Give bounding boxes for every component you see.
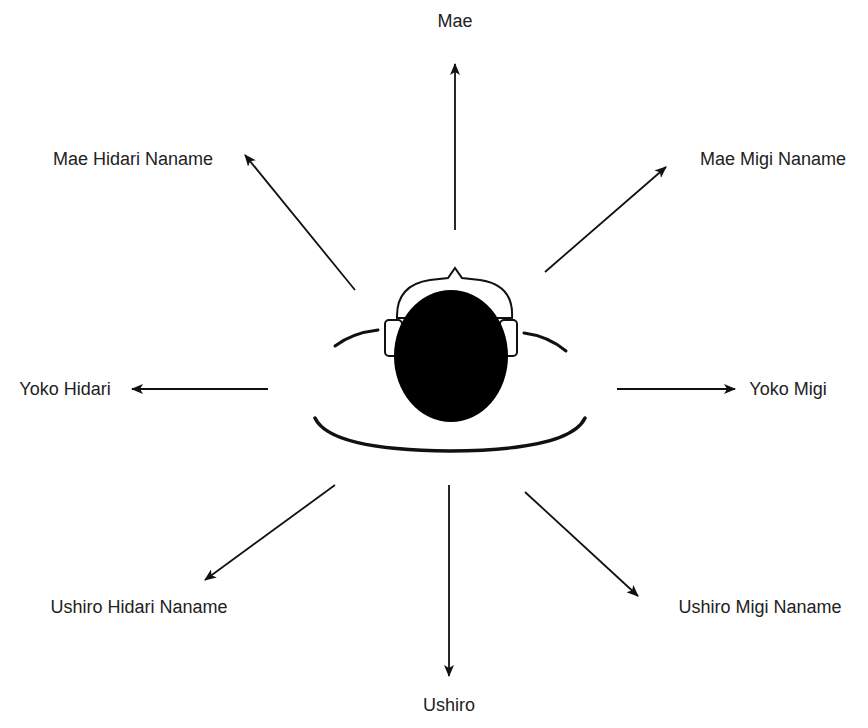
arrow xyxy=(245,155,355,290)
arrow xyxy=(132,388,268,390)
direction-label: Mae Hidari Naname xyxy=(53,149,213,171)
direction-label: Ushiro Hidari Naname xyxy=(50,597,227,619)
arrow xyxy=(617,388,735,390)
direction-label: Ushiro Migi Naname xyxy=(678,597,841,619)
arrow xyxy=(454,64,456,230)
arrow xyxy=(448,485,450,676)
direction-label: Yoko Hidari xyxy=(19,379,110,401)
head xyxy=(385,268,517,422)
arrow xyxy=(205,485,335,580)
direction-label: Ushiro xyxy=(423,695,475,717)
direction-label: Mae Migi Naname xyxy=(700,149,846,171)
direction-arrows xyxy=(132,64,735,676)
arrow xyxy=(525,492,638,596)
direction-label: Yoko Migi xyxy=(749,379,826,401)
arrow xyxy=(545,167,666,272)
direction-label: Mae xyxy=(437,11,472,33)
